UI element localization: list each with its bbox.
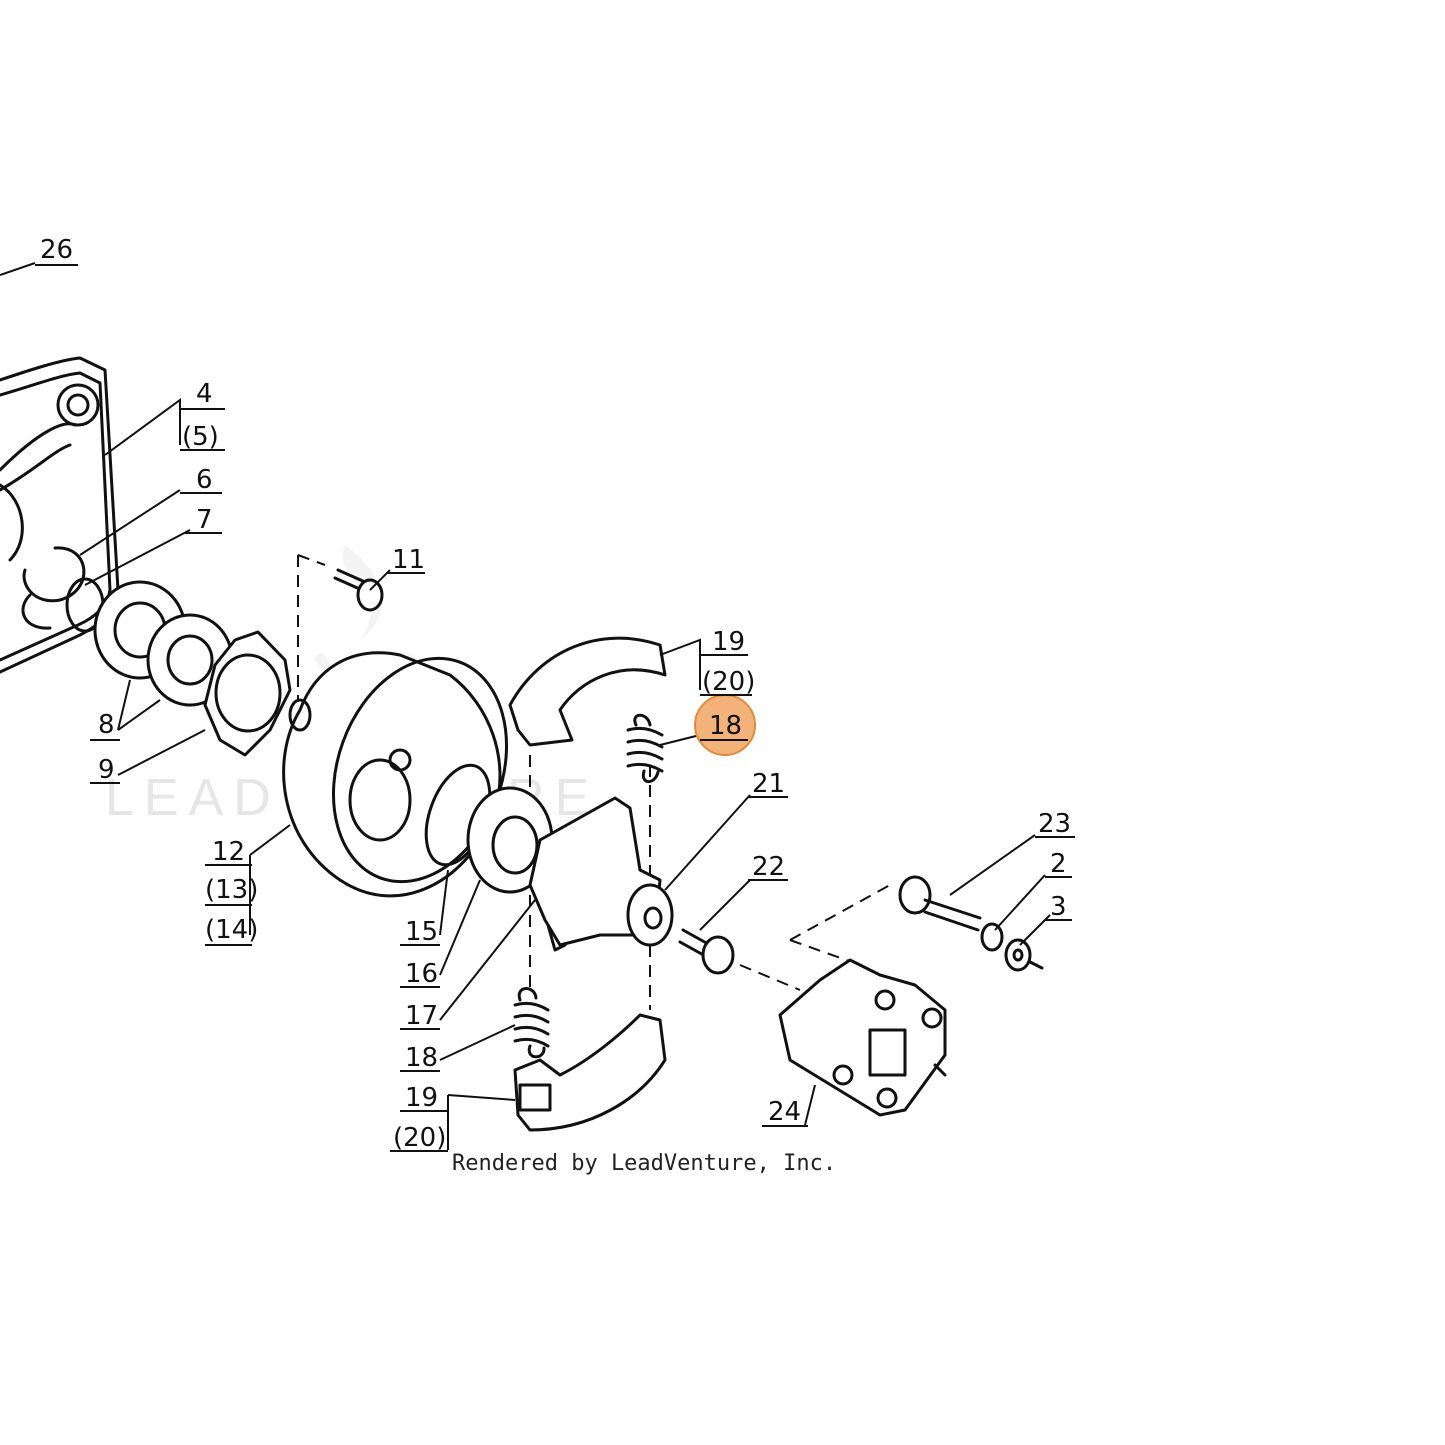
callout-18-top[interactable]: 18: [709, 711, 742, 741]
callout-19-bottom[interactable]: 19: [405, 1083, 438, 1113]
washer-part-3: [1004, 938, 1044, 972]
callout-15[interactable]: 15: [405, 917, 438, 947]
callout-5[interactable]: (5): [182, 422, 219, 452]
callout-16[interactable]: 16: [405, 959, 438, 989]
callout-3[interactable]: 3: [1050, 892, 1067, 922]
callout-11[interactable]: 11: [392, 545, 425, 575]
callout-labels: 26 4 (5) 6 7 8 9 11 12 (13) (14) 15 16 1…: [35, 235, 1075, 1153]
callout-22[interactable]: 22: [752, 852, 785, 882]
callout-26[interactable]: 26: [40, 235, 73, 265]
callout-9[interactable]: 9: [98, 755, 115, 785]
gasket-part-9: [203, 630, 292, 757]
callout-12[interactable]: 12: [212, 837, 245, 867]
flange-part-24: [778, 958, 947, 1117]
clutch-shoe-lower-part-19: [513, 1013, 667, 1132]
callout-21[interactable]: 21: [752, 769, 785, 799]
callout-8[interactable]: 8: [98, 710, 115, 740]
callout-23[interactable]: 23: [1038, 809, 1071, 839]
callout-4[interactable]: 4: [196, 379, 213, 409]
callout-18-bottom[interactable]: 18: [405, 1043, 438, 1073]
callout-2[interactable]: 2: [1050, 849, 1067, 879]
callout-13[interactable]: (13): [205, 875, 258, 905]
circlip-part-6: [22, 546, 86, 603]
callout-17[interactable]: 17: [405, 1001, 438, 1031]
bolt-part-23: [898, 875, 982, 932]
callout-20-bottom[interactable]: (20): [393, 1123, 446, 1153]
clutch-drum-part-12: [282, 651, 509, 898]
screw-part-11: [333, 568, 384, 612]
leader-lines: [0, 262, 1051, 1150]
lock-washer-part-2: [980, 922, 1004, 952]
clutch-hub-part-17: [528, 796, 674, 952]
axis-line-24: [789, 884, 891, 941]
callout-6[interactable]: 6: [196, 465, 213, 495]
callout-20-top[interactable]: (20): [702, 667, 755, 697]
spring-upper-part-18: [626, 713, 664, 784]
spring-lower-part-18: [513, 987, 550, 1059]
callout-14[interactable]: (14): [205, 915, 258, 945]
callout-7[interactable]: 7: [196, 505, 213, 535]
clutch-shoe-upper-part-19: [508, 636, 667, 747]
screw-part-22: [678, 928, 735, 975]
render-credit: Rendered by LeadVenture, Inc.: [452, 1151, 836, 1176]
callout-24[interactable]: 24: [768, 1097, 801, 1127]
callout-19-top[interactable]: 19: [712, 627, 745, 657]
